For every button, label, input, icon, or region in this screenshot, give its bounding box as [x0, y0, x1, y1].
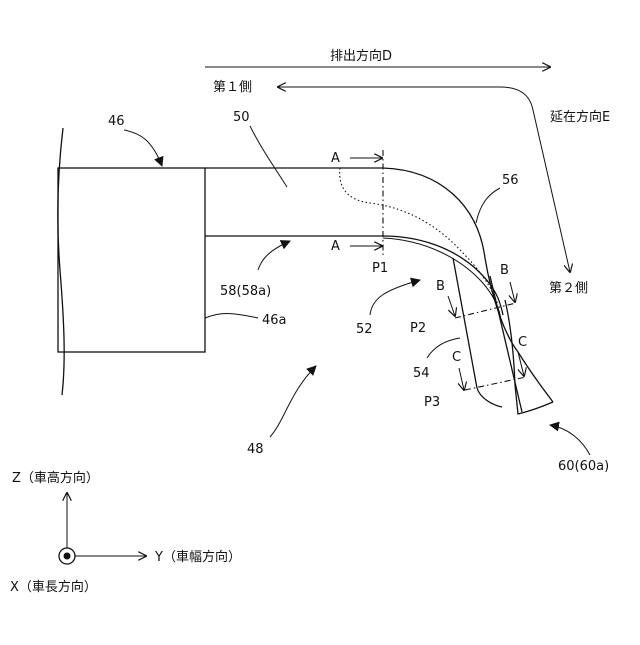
label-first-side: 第１側	[213, 80, 252, 95]
leader-46a	[205, 314, 258, 319]
section-b-right-arrow	[510, 282, 515, 302]
ref-54: 54	[413, 366, 430, 381]
point-p2-label: P2	[410, 321, 426, 336]
guide-plate-54	[453, 258, 502, 407]
x-axis-symbol-dot	[64, 553, 71, 560]
axis-z-label: Z（車高方向）	[12, 470, 99, 486]
label-discharge-direction: 排出方向D	[330, 48, 392, 64]
leader-58	[258, 241, 290, 270]
leader-52	[370, 280, 420, 315]
point-p3-label: P3	[424, 395, 440, 410]
point-p1-label: P1	[372, 261, 388, 276]
section-a-top-label: A	[331, 151, 340, 166]
section-b-right-label: B	[500, 263, 509, 278]
leader-46	[124, 130, 162, 166]
label-extension-direction: 延在方向E	[550, 109, 610, 125]
section-b-left-arrow	[448, 296, 455, 316]
inner-curved-wall	[383, 236, 503, 315]
leader-48	[270, 366, 316, 437]
leader-60	[550, 425, 590, 455]
section-c-right-label: C	[518, 335, 527, 350]
section-a-bottom-label: A	[331, 239, 340, 254]
section-c-left-arrow	[459, 368, 464, 390]
ref-58: 58(58a)	[220, 284, 271, 299]
outer-curved-wall-56	[383, 168, 553, 402]
ref-48: 48	[247, 442, 264, 457]
ref-46a: 46a	[262, 313, 287, 328]
ref-50: 50	[233, 110, 250, 125]
axis-y-label: Y（車幅方向）	[154, 549, 241, 565]
ref-60: 60(60a)	[558, 459, 609, 474]
leader-50	[250, 126, 287, 187]
ref-46: 46	[108, 114, 125, 129]
ref-56: 56	[502, 173, 519, 188]
leader-56	[476, 188, 500, 223]
axis-x-label: X（車長方向）	[10, 579, 97, 595]
tip-60	[505, 300, 553, 414]
section-b-left-label: B	[436, 279, 445, 294]
body-46-outline	[58, 168, 205, 352]
label-second-side: 第２側	[549, 281, 588, 296]
ref-52: 52	[356, 322, 373, 337]
section-c-left-label: C	[452, 350, 461, 365]
